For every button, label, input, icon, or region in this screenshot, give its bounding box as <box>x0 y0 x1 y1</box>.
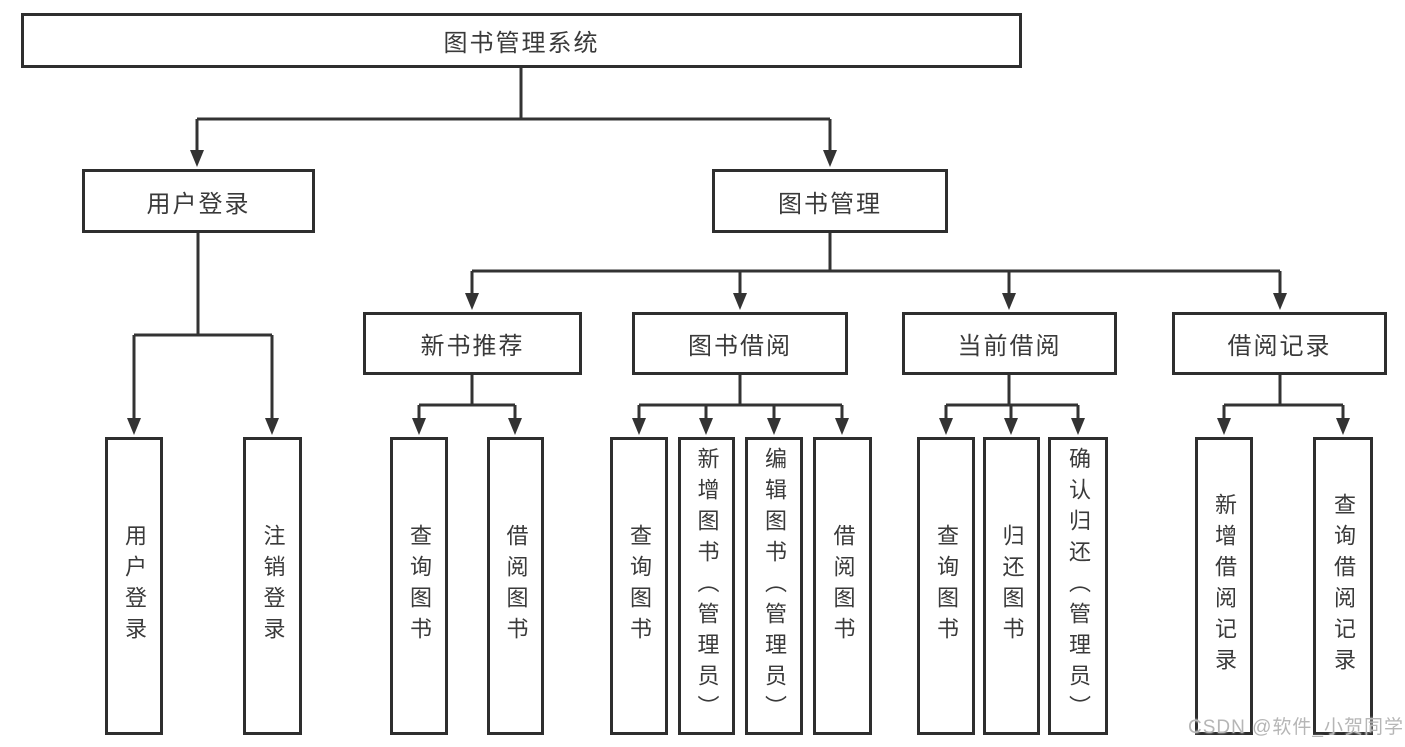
node-current-borrow-label: 当前借阅 <box>957 333 1062 360</box>
arrow-head <box>1071 418 1085 435</box>
leaf-add-borrow-record-label: 新增借阅记录 <box>1212 493 1237 679</box>
leaf-borrow-books-recommend-label: 借阅图书 <box>503 524 529 648</box>
arrow-head <box>835 418 849 435</box>
node-borrow-records: 借阅记录 <box>1172 312 1387 375</box>
leaf-logout: 注销登录 <box>243 437 302 735</box>
arrow-head <box>767 418 781 435</box>
leaf-user-login-label: 用户登录 <box>122 524 147 648</box>
node-root: 图书管理系统 <box>21 13 1022 68</box>
connector-book-borrow-split <box>639 375 842 407</box>
connector-borrow-records-split <box>1224 375 1343 407</box>
leaf-query-books-recommend-label: 查询图书 <box>407 524 432 648</box>
leaf-query-borrow-record-label: 查询借阅记录 <box>1331 493 1356 679</box>
node-user-login-label: 用户登录 <box>146 190 251 218</box>
leaf-return-book-label: 归还图书 <box>999 524 1025 648</box>
leaf-logout-label: 注销登录 <box>260 524 286 648</box>
leaf-add-borrow-record: 新增借阅记录 <box>1195 437 1253 735</box>
leaf-borrow-books-recommend: 借阅图书 <box>487 437 544 735</box>
leaf-query-books-borrow-label: 查询图书 <box>627 524 652 648</box>
node-book-management: 图书管理 <box>712 169 948 233</box>
leaf-edit-book-admin: 编辑图书（管理员） <box>745 437 803 735</box>
arrow-head <box>823 150 837 167</box>
arrow-head <box>1217 418 1231 435</box>
arrow-head <box>699 418 713 435</box>
connector-current-borrow-split <box>946 375 1078 407</box>
node-borrow-records-label: 借阅记录 <box>1227 333 1332 360</box>
node-current-borrow: 当前借阅 <box>902 312 1117 375</box>
arrow-head <box>1273 293 1287 310</box>
leaf-borrow-books: 借阅图书 <box>813 437 872 735</box>
csdn-watermark: CSDN @软件_小贺同学 <box>1188 717 1404 738</box>
leaf-return-book: 归还图书 <box>983 437 1040 735</box>
node-book-management-label: 图书管理 <box>778 190 882 218</box>
node-root-label: 图书管理系统 <box>443 30 600 57</box>
arrow-head <box>733 293 747 310</box>
arrow-head <box>127 418 141 435</box>
leaf-query-books-current-label: 查询图书 <box>934 524 959 648</box>
node-new-book-recommend-label: 新书推荐 <box>420 333 525 360</box>
leaf-edit-book-admin-label: 编辑图书（管理员） <box>762 446 787 726</box>
arrow-head <box>939 418 953 435</box>
leaf-query-borrow-record: 查询借阅记录 <box>1313 437 1373 735</box>
leaf-user-login: 用户登录 <box>105 437 163 735</box>
leaf-query-books-recommend: 查询图书 <box>390 437 448 735</box>
arrow-head <box>190 150 204 167</box>
node-book-borrow-label: 图书借阅 <box>688 333 792 360</box>
connector-root-trunk <box>197 68 830 121</box>
connector-book-management-split <box>472 233 1280 273</box>
node-book-borrow: 图书借阅 <box>632 312 848 375</box>
arrow-head <box>465 293 479 310</box>
leaf-confirm-return-admin-label: 确认归还（管理员） <box>1066 446 1091 726</box>
connector-user-login-split <box>134 233 272 337</box>
arrow-head <box>508 418 522 435</box>
node-new-book-recommend: 新书推荐 <box>363 312 582 375</box>
arrow-head <box>1002 293 1016 310</box>
leaf-add-book-admin: 新增图书（管理员） <box>678 437 735 735</box>
arrow-head <box>412 418 426 435</box>
leaf-confirm-return-admin: 确认归还（管理员） <box>1048 437 1108 735</box>
leaf-query-books-borrow: 查询图书 <box>610 437 668 735</box>
arrow-head <box>265 418 279 435</box>
leaf-add-book-admin-label: 新增图书（管理员） <box>694 446 720 726</box>
connector-new-book-split <box>419 375 515 407</box>
arrow-head <box>1336 418 1350 435</box>
leaf-query-books-current: 查询图书 <box>917 437 975 735</box>
arrow-head <box>1004 418 1018 435</box>
arrow-head <box>632 418 646 435</box>
node-user-login: 用户登录 <box>82 169 315 233</box>
leaf-borrow-books-label: 借阅图书 <box>830 524 856 648</box>
